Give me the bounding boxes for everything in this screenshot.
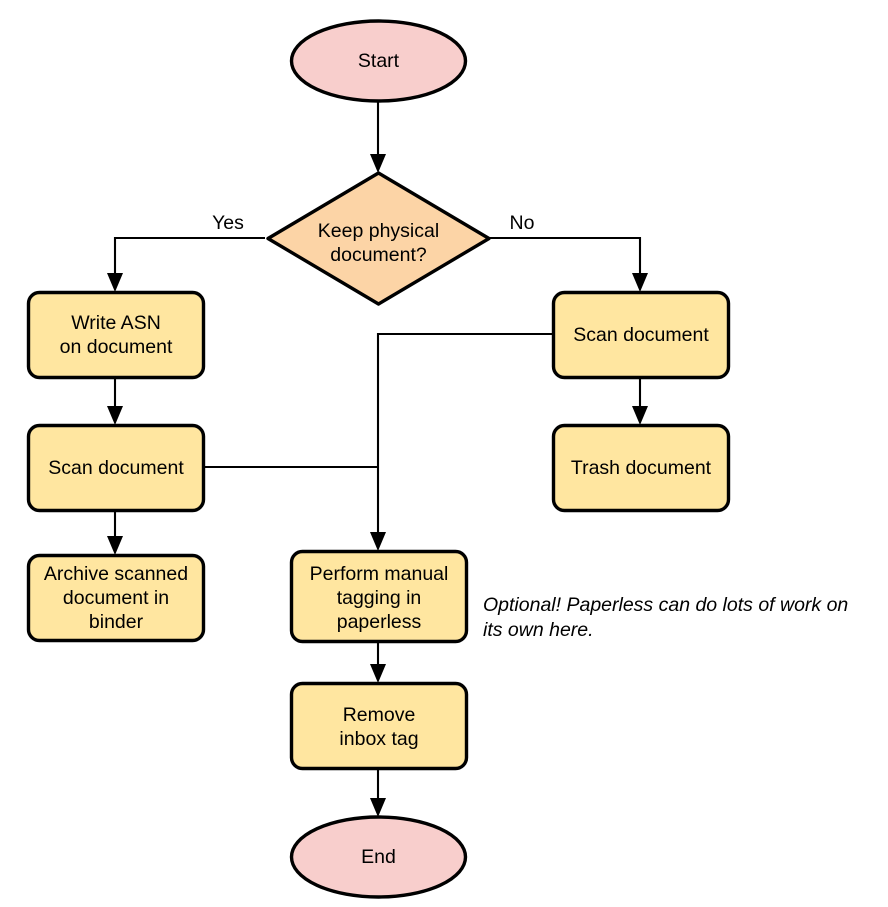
arrowhead-icon [370, 154, 386, 173]
arrowhead-icon [370, 664, 386, 683]
node-scan-document-left-label: Scan document [48, 457, 184, 479]
node-archive-binder-line-3: binder [89, 611, 144, 633]
node-trash-document-label: Trash document [571, 457, 712, 479]
end-ellipse[interactable] [289, 815, 468, 899]
node-manual-tagging-line-2: tagging in [337, 587, 422, 609]
edge-remove-inbox-tag-to-end [370, 770, 386, 817]
node-scan-document-left[interactable]: Scan document [26, 423, 206, 513]
manual-tagging-box[interactable] [289, 549, 469, 644]
node-start-label: Start [358, 50, 400, 72]
edge-label-yes: Yes [212, 212, 244, 234]
node-manual-tagging[interactable]: Perform manual tagging in paperless [289, 549, 469, 644]
node-start[interactable]: Start [289, 19, 468, 103]
edge-label-no: No [510, 212, 535, 234]
arrowhead-icon [632, 406, 648, 425]
decision-diamond[interactable] [266, 171, 491, 306]
arrowhead-icon [107, 406, 123, 425]
node-archive-binder-line-1: Archive scanned [44, 563, 188, 585]
edge-scan-left-to-archive [107, 511, 123, 555]
scan-document-right-box[interactable] [551, 290, 731, 380]
arrowhead-icon [370, 798, 386, 817]
scan-document-left-box[interactable] [26, 423, 206, 513]
node-archive-binder[interactable]: Archive scanned document in binder [26, 553, 206, 643]
node-keep-physical-document[interactable]: Keep physical document? [266, 171, 491, 306]
annotation-optional-note: Optional! Paperless can do lots of work … [483, 594, 848, 641]
node-end-label: End [361, 846, 396, 868]
node-remove-inbox-tag-line-1: Remove [343, 704, 416, 726]
trash-document-box[interactable] [551, 423, 731, 513]
node-end[interactable]: End [289, 815, 468, 899]
archive-binder-box[interactable] [26, 553, 206, 643]
edge-line [376, 332, 552, 537]
arrowhead-icon [107, 273, 123, 292]
edge-scan-right-to-manual-tagging [370, 332, 552, 551]
edge-line [113, 236, 265, 279]
write-asn-box[interactable] [26, 290, 206, 380]
node-scan-document-right-label: Scan document [573, 324, 709, 346]
arrowhead-icon [632, 273, 648, 292]
node-manual-tagging-line-3: paperless [337, 611, 422, 633]
node-keep-physical-line-2: document? [330, 244, 427, 266]
edge-start-to-decision [370, 102, 386, 173]
edge-decision-to-scan-right [490, 236, 648, 292]
node-write-asn[interactable]: Write ASN on document [26, 290, 206, 380]
arrowhead-icon [107, 536, 123, 555]
edge-decision-to-write-asn [107, 236, 265, 292]
start-ellipse[interactable] [289, 19, 468, 103]
node-scan-document-right[interactable]: Scan document [551, 290, 731, 380]
node-write-asn-line-1: Write ASN [71, 312, 161, 334]
optional-note-line-1: Optional! Paperless can do lots of work … [483, 594, 848, 616]
edge-manual-tagging-to-remove-inbox-tag [370, 643, 386, 683]
node-remove-inbox-tag-line-2: inbox tag [339, 728, 418, 750]
edge-line [490, 236, 642, 279]
node-write-asn-line-2: on document [60, 336, 173, 358]
edge-write-asn-to-scan-left [107, 378, 123, 425]
optional-note-line-2: its own here. [483, 619, 594, 641]
node-trash-document[interactable]: Trash document [551, 423, 731, 513]
node-keep-physical-line-1: Keep physical [318, 220, 439, 242]
node-remove-inbox-tag[interactable]: Remove inbox tag [289, 681, 469, 771]
node-manual-tagging-line-1: Perform manual [310, 563, 449, 585]
edge-scan-right-to-trash [632, 378, 648, 425]
node-archive-binder-line-2: document in [63, 587, 169, 609]
arrowhead-icon [370, 532, 386, 551]
remove-inbox-tag-box[interactable] [289, 681, 469, 771]
